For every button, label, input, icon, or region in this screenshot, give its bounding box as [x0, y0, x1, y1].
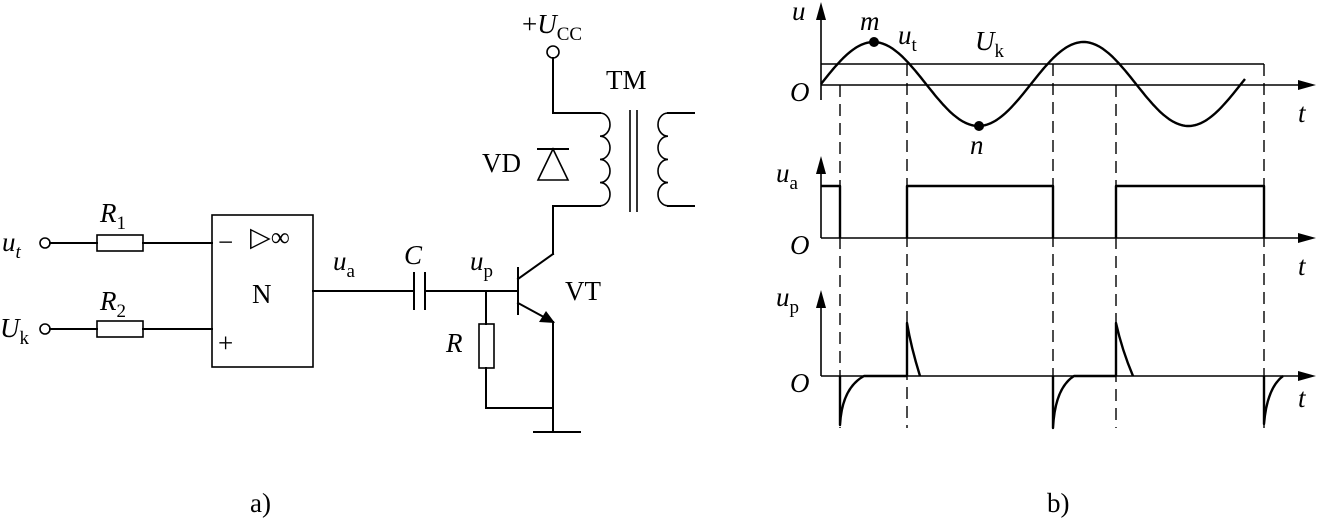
resistor-r	[478, 323, 495, 369]
bottom-t-label: t	[1298, 383, 1307, 413]
diode-label: VD	[482, 148, 521, 178]
comparator-symbol: ▷∞	[250, 222, 290, 252]
supply-terminal	[546, 45, 560, 59]
diode-vd	[536, 147, 570, 181]
r2-label: R2	[99, 286, 126, 322]
supply-label: +UCC	[522, 9, 582, 45]
bottom-origin-label: O	[790, 368, 810, 398]
ua-square-wave	[821, 184, 1266, 238]
point-n-marker	[974, 121, 984, 131]
circuit-diagram: ut R1 Uk R2 − + ▷∞ N ua C up R	[0, 9, 695, 518]
up-pulse-wave	[838, 321, 1284, 430]
transistor-vt	[516, 252, 555, 324]
top-t-label: t	[1298, 98, 1307, 128]
point-m-marker	[869, 37, 879, 47]
capacitor-label: C	[404, 240, 423, 270]
point-n-label: n	[970, 130, 984, 160]
r1-label: R1	[99, 198, 126, 234]
up-label: up	[470, 246, 493, 282]
input-terminal-ut	[39, 237, 51, 249]
uk-line-label: Uk	[975, 26, 1005, 62]
transformer-label: TM	[606, 65, 647, 95]
transformer-tm	[599, 110, 695, 212]
ua-label: ua	[333, 246, 356, 282]
comparator-label: N	[252, 279, 272, 309]
input-uk-label: Uk	[0, 313, 30, 349]
middle-t-label: t	[1298, 251, 1307, 281]
point-m-label: m	[860, 6, 880, 36]
comparator-plus: +	[218, 328, 233, 358]
resistor-r2	[96, 320, 144, 338]
middle-origin-label: O	[790, 230, 810, 260]
resistor-r-label: R	[445, 328, 463, 358]
input-terminal-uk	[39, 323, 51, 335]
middle-y-label: ua	[776, 158, 799, 194]
bottom-y-label: up	[776, 282, 799, 318]
top-origin-label: O	[790, 77, 810, 107]
top-y-label: u	[792, 0, 806, 26]
transistor-label: VT	[565, 276, 601, 306]
comparator-minus: −	[218, 227, 233, 257]
caption-b: b)	[1047, 488, 1070, 518]
ut-wave-label: ut	[898, 20, 918, 56]
input-ut-label: ut	[2, 227, 22, 263]
resistor-r1	[96, 234, 144, 252]
ut-sine-wave	[820, 40, 1246, 128]
timing-dashed-lines	[839, 64, 1265, 428]
caption-a: a)	[250, 488, 271, 518]
waveform-diagram: u O t m n ut Uk ua O t up O t b)	[776, 0, 1316, 518]
